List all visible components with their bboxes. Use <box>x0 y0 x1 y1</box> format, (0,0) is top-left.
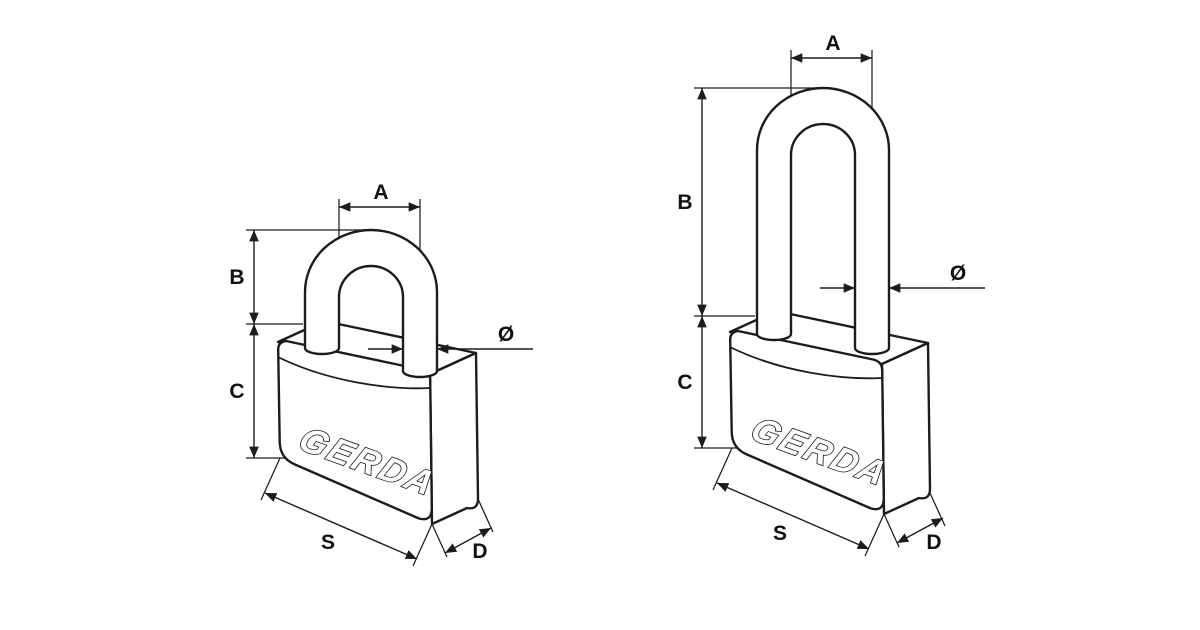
extension-line <box>260 457 281 501</box>
dimension-diameter: Ø <box>820 262 985 293</box>
dim-label-d: D <box>472 540 487 563</box>
body-chamfer-line <box>731 347 883 380</box>
extension-line <box>864 513 885 557</box>
dimension-line <box>444 527 492 554</box>
padlock-standard: GERDA A B C Ø <box>229 181 533 567</box>
dim-label-c: C <box>229 380 244 403</box>
dimension-d: D <box>883 492 946 554</box>
dimension-b: B <box>229 229 374 325</box>
shackle <box>755 86 891 356</box>
dim-label-c: C <box>677 371 692 394</box>
body-chamfer-line <box>279 357 431 390</box>
body-right-face <box>428 351 480 526</box>
dim-label-diameter: Ø <box>950 262 966 285</box>
dim-label-diameter: Ø <box>498 323 514 346</box>
dimension-s: S <box>712 447 885 557</box>
dimension-diameter: Ø <box>368 323 533 354</box>
dimension-c: C <box>677 316 738 449</box>
dimension-line <box>264 492 418 560</box>
dimension-d: D <box>431 498 494 563</box>
dimension-line <box>716 482 870 550</box>
dim-label-b: B <box>677 191 692 214</box>
dimension-a: A <box>338 181 421 251</box>
padlock-body <box>728 309 932 516</box>
dimension-b: B <box>677 87 826 317</box>
body-right-face <box>880 341 932 516</box>
extension-line <box>477 498 494 533</box>
extension-line <box>412 523 433 567</box>
dimension-line <box>896 517 944 544</box>
dim-label-a: A <box>373 181 388 204</box>
dimension-c: C <box>229 324 286 459</box>
dim-label-b: B <box>229 266 244 289</box>
dim-label-d: D <box>926 531 941 554</box>
dim-label-a: A <box>825 32 840 55</box>
dim-label-s: S <box>321 531 335 554</box>
padlock-long-shackle: GERDA A B C Ø <box>677 32 985 557</box>
extension-line <box>431 523 448 558</box>
dimension-s: S <box>260 457 433 567</box>
extension-line <box>883 513 900 548</box>
body-front-face <box>728 329 886 511</box>
extension-line <box>712 447 733 491</box>
dim-label-s: S <box>773 522 787 545</box>
